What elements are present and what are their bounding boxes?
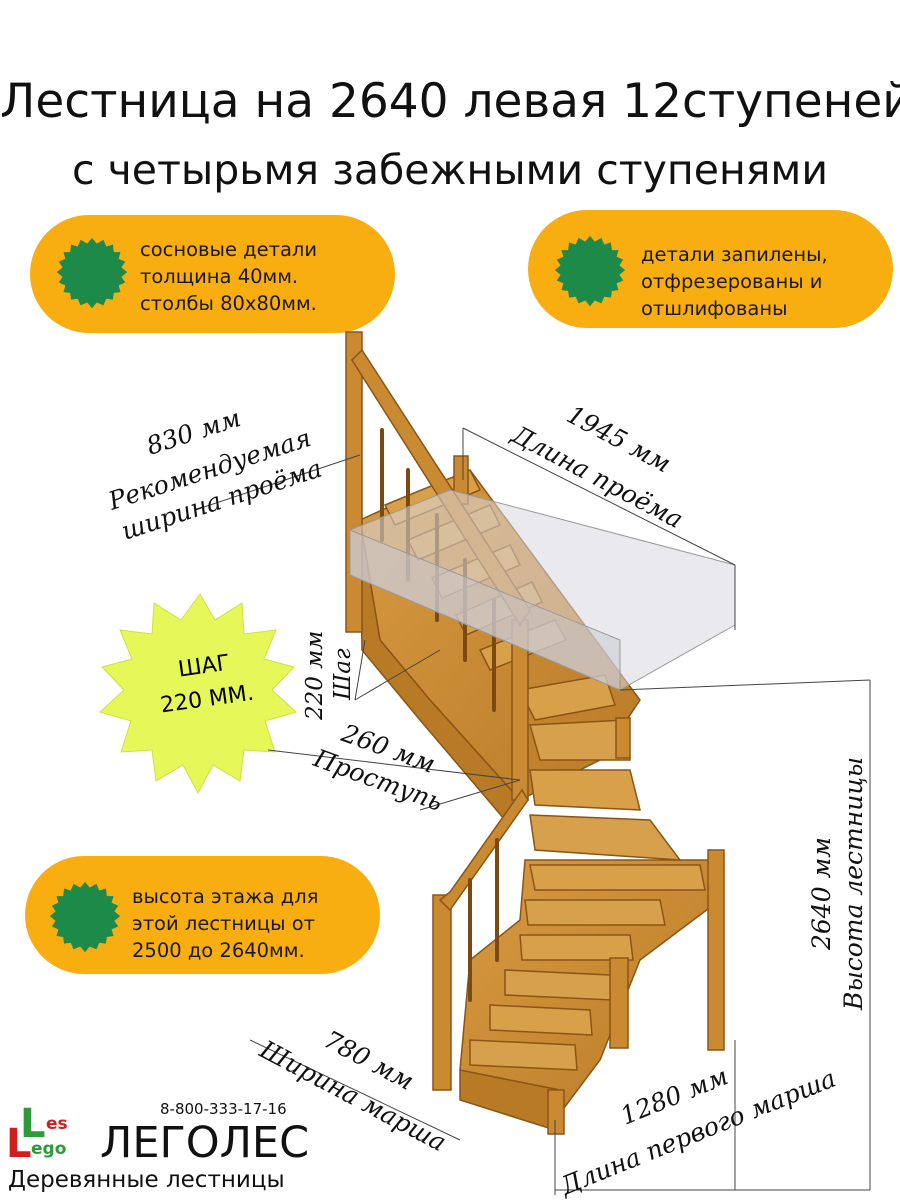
seal-icon [49, 881, 121, 953]
dim-height-value: 2640 мм [807, 837, 836, 951]
badge-height-line-3: 2500 до 2640мм. [132, 939, 305, 962]
logo-letter-l-green: L [20, 1101, 46, 1147]
logo-letter-l-red: L [6, 1121, 32, 1167]
badge-pine-line-1: сосновые детали [140, 238, 318, 261]
badge-finish: детали запилены, отфрезерованы и отшлифо… [528, 210, 893, 328]
dim-height-label: Высота лестницы [839, 757, 868, 1011]
logo-text-ego: ego [31, 1139, 67, 1159]
badge-pine-line-3: столбы 80х80мм. [140, 292, 317, 315]
badge-pine-parts: сосновые детали толщина 40мм. столбы 80х… [30, 215, 395, 333]
dim-rise-label: Шаг [330, 648, 356, 701]
brand-name: ЛЕГОЛЕС [100, 1118, 310, 1168]
page-title: Лестница на 2640 левая 12ступеней [0, 74, 900, 129]
badge-height-line-1: высота этажа для [132, 885, 319, 908]
brand-logo: L es L ego [6, 1104, 86, 1166]
phone-number: 8-800-333-17-16 [160, 1100, 287, 1118]
badge-pine-line-2: толщина 40мм. [140, 265, 299, 288]
dim-rise-value: 220 мм [302, 631, 328, 721]
seal-icon [56, 237, 128, 309]
step-starburst: ШАГ 220 ММ. [99, 593, 297, 795]
brand-tagline: Деревянные лестницы [8, 1167, 285, 1193]
seal-icon [554, 235, 626, 307]
badge-finish-line-3: отшлифованы [641, 297, 788, 320]
badge-finish-line-1: детали запилены, [641, 243, 828, 266]
page-subtitle: с четырьмя забежными ступенями [71, 146, 829, 194]
badge-finish-line-2: отфрезерованы и [641, 270, 823, 293]
logo-text-es: es [46, 1114, 68, 1134]
badge-height-line-2: этой лестницы от [132, 912, 315, 935]
badge-floor-height: высота этажа для этой лестницы от 2500 д… [25, 856, 380, 974]
dimension-lines [194, 427, 871, 1195]
